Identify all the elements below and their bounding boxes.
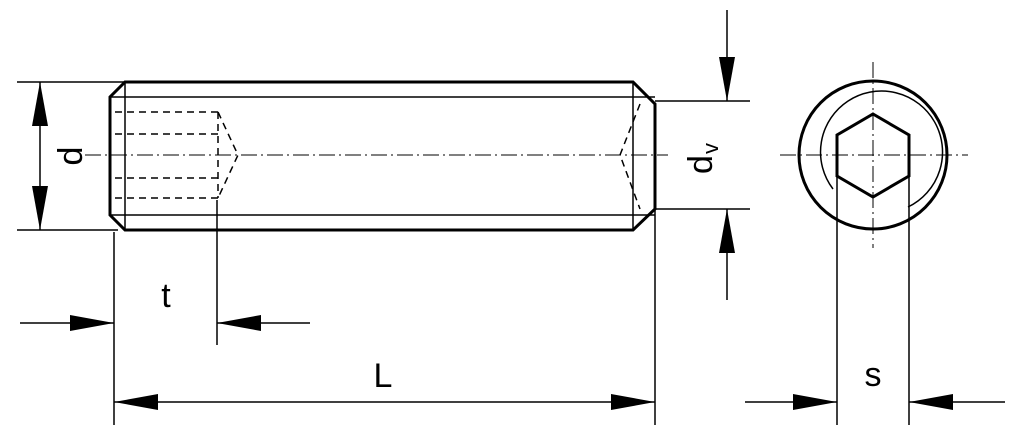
dimension-s: s: [745, 176, 1005, 425]
L-label: L: [374, 357, 393, 395]
dimension-L: L: [113, 209, 656, 425]
side-view: [85, 80, 668, 232]
dv-subscript: v: [698, 143, 723, 154]
d-label: d: [52, 147, 90, 166]
dimension-dv: d v: [655, 10, 750, 300]
dimension-t: t: [20, 200, 310, 345]
t-label: t: [161, 277, 171, 315]
hidden-cone-point: [619, 103, 641, 210]
screw-body-outline: [108, 80, 657, 232]
end-view: [780, 62, 968, 248]
s-label: s: [865, 356, 882, 394]
dv-label: d: [682, 155, 720, 174]
end-view-thread-arc: [819, 90, 944, 208]
dimension-d: d: [17, 81, 125, 231]
